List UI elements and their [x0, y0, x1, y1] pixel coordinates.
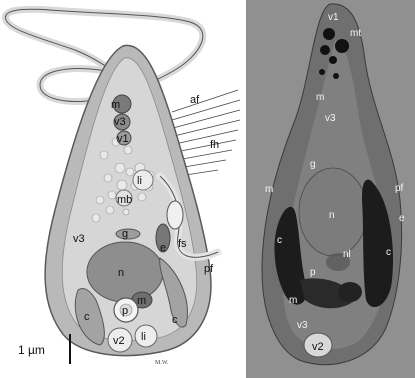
label-g: g: [122, 228, 128, 240]
label-e: e: [160, 242, 166, 254]
label-c-right: c: [172, 314, 178, 326]
label-v3-top: v3: [114, 116, 126, 128]
micro-label-g: g: [310, 159, 316, 170]
label-li-bottom: li: [141, 331, 146, 343]
micro-label-v2: v2: [312, 341, 324, 353]
micro-label-mt: mt: [350, 28, 361, 39]
label-v1: v1: [117, 133, 129, 145]
label-v3-mid: v3: [73, 233, 85, 245]
micro-label-m3: m: [289, 295, 297, 306]
label-n: n: [118, 267, 124, 279]
label-m-top: m: [111, 99, 120, 111]
micro-label-nl: nl: [343, 249, 351, 260]
label-li-top: li: [137, 175, 142, 187]
label-fs: fs: [178, 238, 187, 250]
label-pf: pf: [204, 263, 214, 275]
micro-label-m2: m: [265, 184, 273, 195]
micro-label-m1: m: [316, 92, 324, 103]
micro-label-pf: pf: [395, 183, 404, 194]
micro-label-p: p: [310, 267, 316, 278]
label-m-mid: m: [137, 295, 146, 307]
nucleus: [87, 242, 163, 302]
label-af: af: [190, 94, 200, 106]
label-v2: v2: [113, 335, 125, 347]
label-mb: mb: [117, 194, 132, 206]
micrograph-panel: v1 mt m v3 g m pf n e c c nl p m v3 v2: [246, 0, 415, 378]
micro-label-c1: c: [277, 235, 282, 246]
scale-bar-label: 1 µm: [18, 343, 45, 357]
flagellar-swelling: [167, 201, 183, 229]
micro-label-n: n: [329, 210, 335, 221]
cell-drawing: af fh m v3 v1 li mb v3 g e fs pf n m c c…: [5, 9, 240, 366]
micro-label-c2: c: [386, 247, 391, 258]
label-c-left: c: [84, 311, 90, 323]
artist-signature: M.W.: [155, 360, 169, 366]
micro-label-v3a: v3: [325, 113, 336, 124]
organelle-li-top: [133, 170, 153, 190]
label-p: p: [122, 305, 128, 317]
micro-label-v3b: v3: [297, 320, 308, 331]
micro-label-v1: v1: [328, 12, 339, 23]
lipid-li-bottom: [135, 325, 157, 347]
micro-label-e: e: [399, 213, 405, 224]
label-fh: fh: [210, 139, 219, 151]
